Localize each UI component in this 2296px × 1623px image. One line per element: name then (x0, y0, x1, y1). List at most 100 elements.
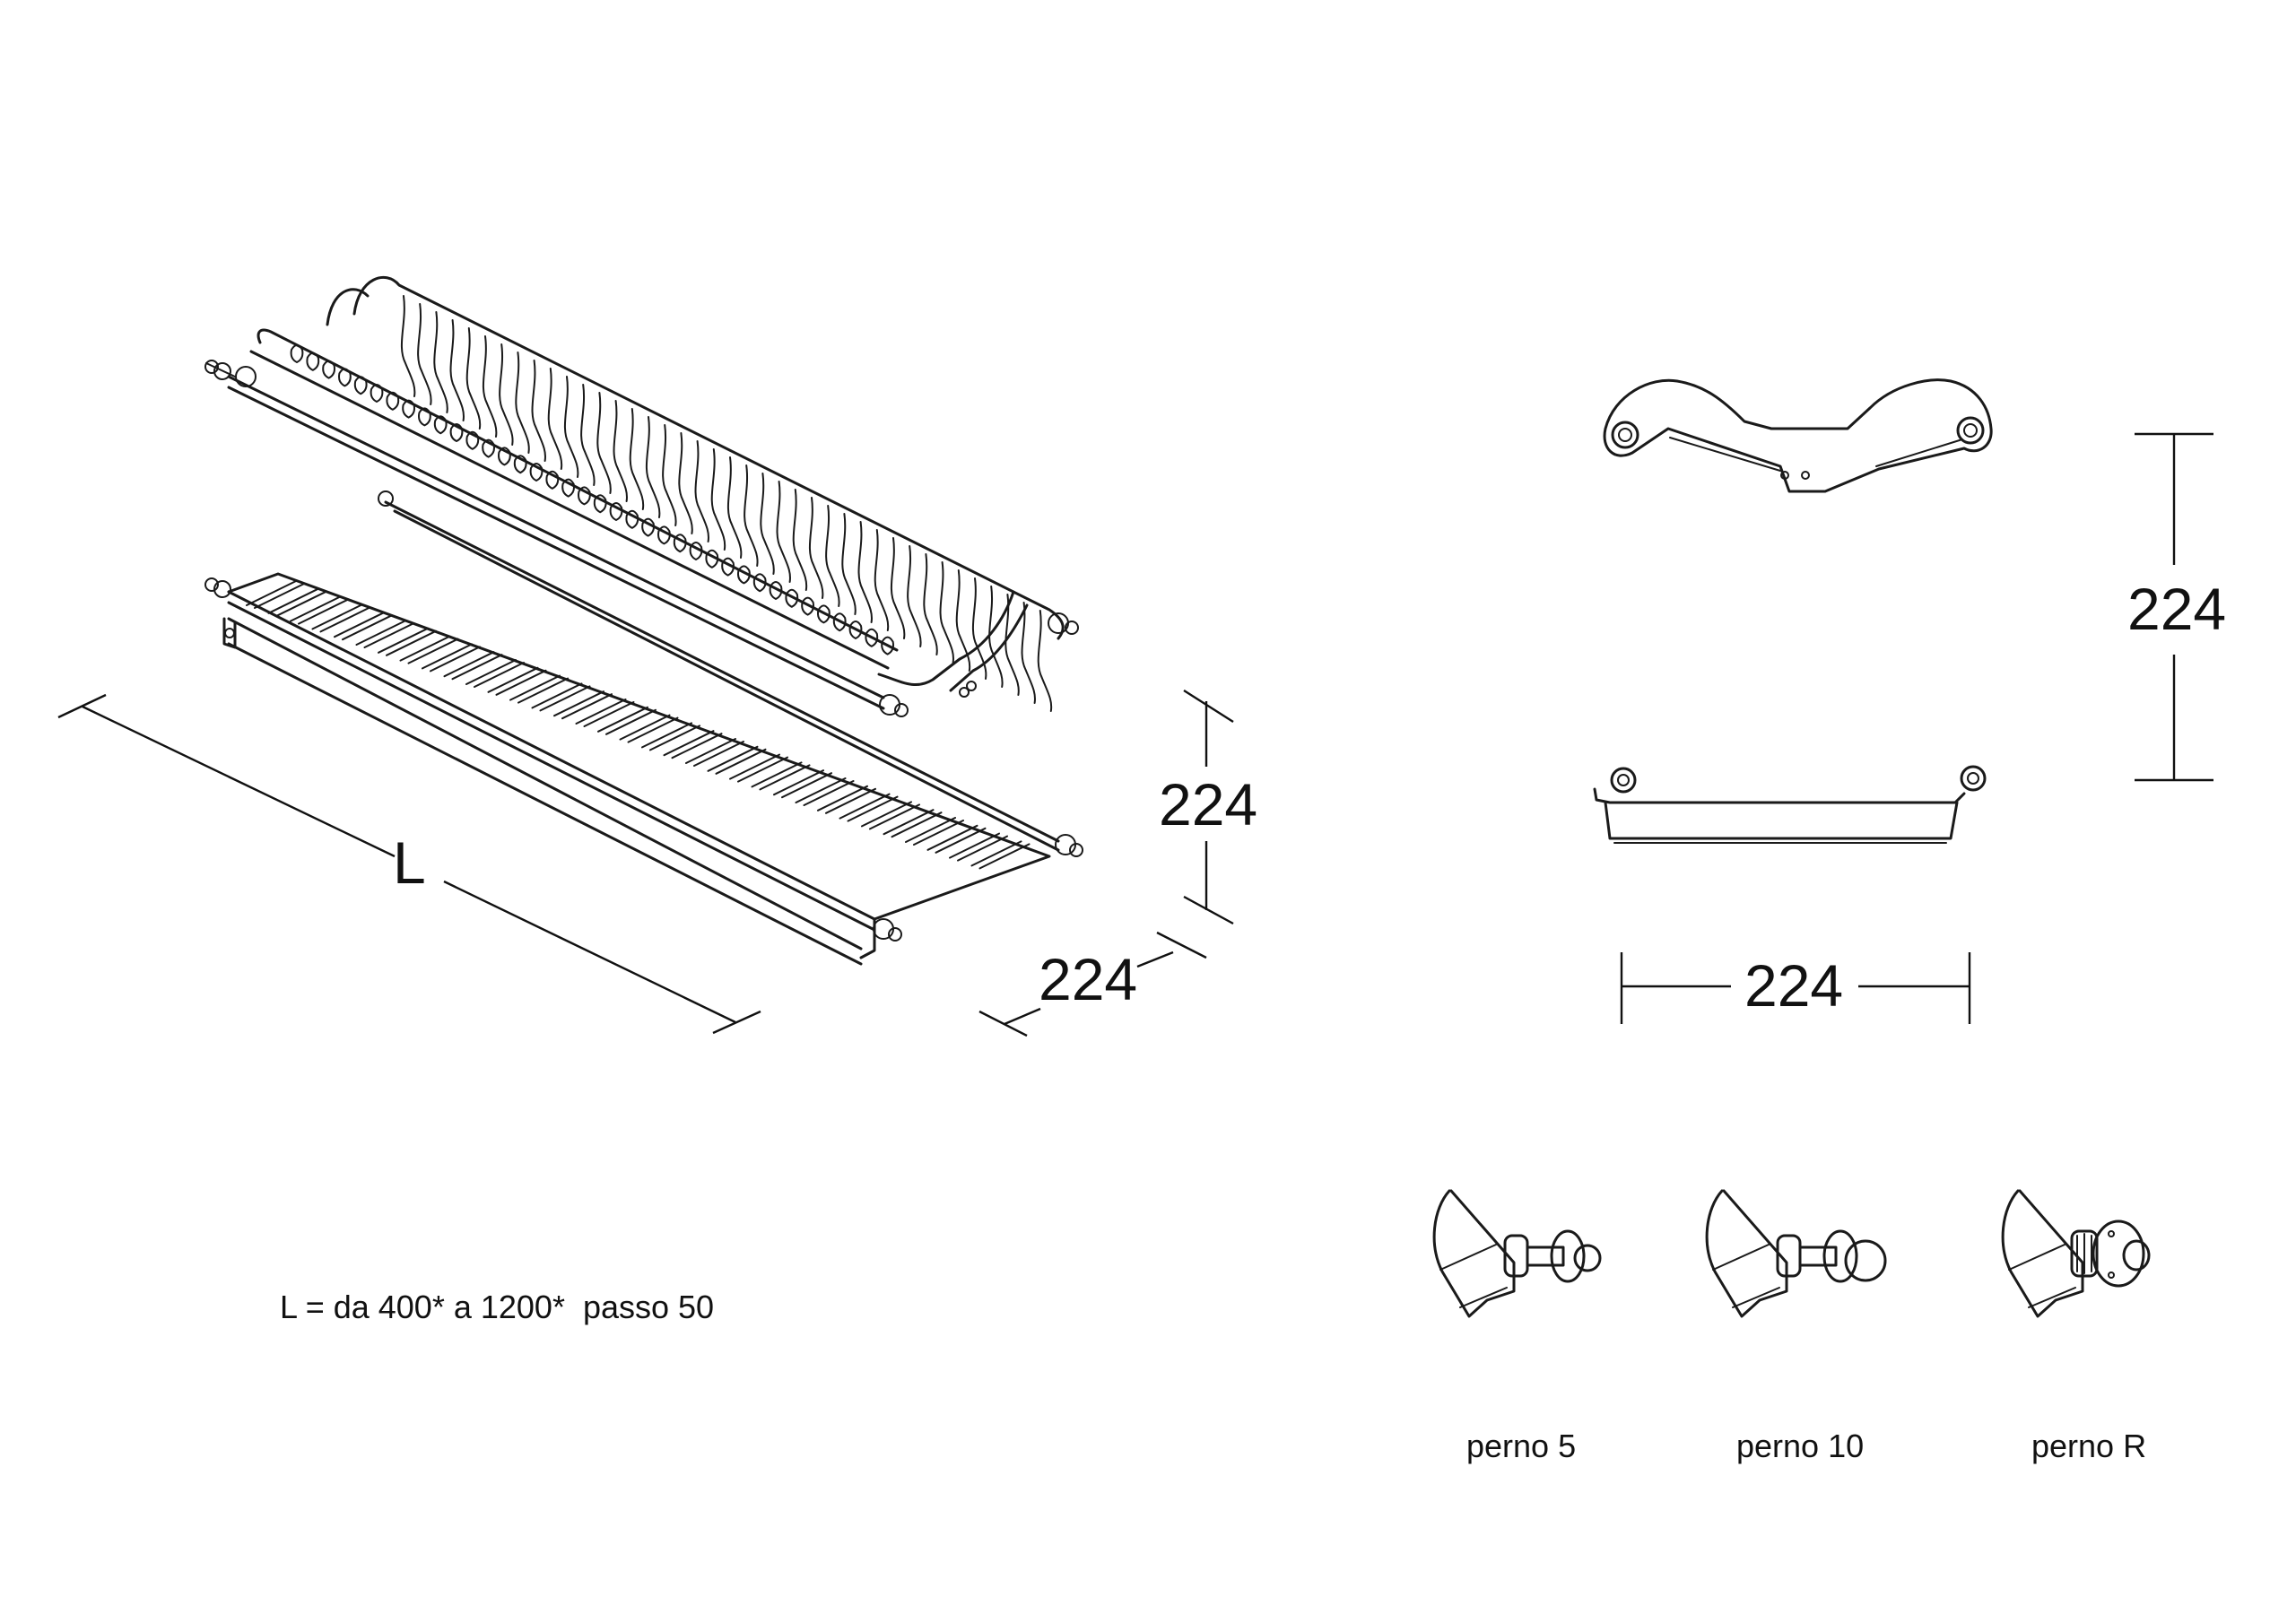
plate-divider (482, 335, 498, 438)
tray-slat (663, 730, 723, 759)
tray-slat (355, 620, 415, 648)
plate-divider (433, 311, 448, 413)
plate-clip (881, 636, 894, 655)
tray-slat (949, 832, 1008, 862)
plate-divider (760, 473, 775, 575)
plate-divider (1021, 602, 1036, 704)
tray-slat (465, 659, 525, 688)
pin-5-label: perno 5 (1466, 1428, 1576, 1464)
plate-divider (417, 303, 432, 405)
tray-slat (817, 785, 876, 814)
plate-clip (370, 384, 384, 403)
tray-slat (707, 745, 767, 775)
plate-clip (418, 407, 431, 427)
length-range-note: L = da 400* a 1200* passo 50 (280, 1289, 714, 1325)
tray-slat (378, 627, 437, 656)
tray-slat (905, 817, 964, 846)
plate-divider (971, 577, 987, 680)
tray-slat (883, 809, 943, 838)
dimension-bracket-height: 224 (2127, 432, 2226, 782)
plate-divider (874, 529, 890, 631)
plate-divider (580, 384, 596, 486)
dimension-height: 224 (1159, 689, 1257, 925)
tray-slat (861, 801, 920, 830)
tray-slat (729, 753, 788, 783)
tray-slat (311, 603, 371, 633)
tray-slat (531, 682, 591, 712)
tray-slat (399, 635, 459, 664)
plate-divider (515, 352, 530, 454)
plate-clip (465, 430, 480, 450)
plate-divider (678, 432, 693, 534)
plate-divider (465, 327, 482, 430)
tray-slat (795, 777, 855, 806)
plate-divider (563, 376, 579, 478)
tray-slat (246, 580, 305, 609)
plate-clip (353, 376, 368, 395)
plate-clip (832, 612, 847, 632)
drip-tray-lower (204, 490, 1083, 966)
plate-clip (689, 542, 703, 560)
plate-rack-upper (204, 275, 1079, 717)
plate-clip (817, 604, 831, 624)
plate-clip (737, 565, 751, 585)
plate-divider (613, 400, 628, 502)
plate-divider (499, 343, 514, 446)
plate-divider (776, 481, 791, 583)
tray-slat (575, 699, 635, 727)
plate-divider (808, 497, 824, 599)
plate-divider (955, 569, 971, 672)
dimension-bracket-height-label: 224 (2127, 576, 2226, 642)
plate-divider (694, 440, 709, 542)
pin-10-icon (1705, 1189, 1887, 1318)
plate-clip (498, 447, 511, 466)
plate-divider (645, 416, 661, 518)
plate-clip (705, 549, 719, 568)
tray-slat (553, 690, 613, 720)
plate-divider (710, 448, 726, 551)
tray-slat (926, 824, 987, 854)
plate-clip (561, 478, 575, 498)
tray-slats (246, 580, 1031, 870)
plate-dividers (400, 295, 1053, 712)
plate-clip (848, 621, 863, 639)
dimension-depth: 224 (978, 931, 1207, 1037)
plate-clip (449, 423, 464, 442)
tray-slat (290, 595, 349, 625)
plate-divider (907, 545, 922, 647)
dimension-bracket-width: 224 (1620, 952, 1971, 1024)
plate-clip (721, 557, 735, 577)
plate-clip (673, 534, 687, 553)
plate-divider (629, 408, 645, 510)
plate-clips (290, 344, 894, 655)
plate-divider (841, 513, 857, 615)
tray-slat (619, 714, 679, 743)
plate-clip (529, 463, 544, 482)
plate-clip (865, 628, 879, 647)
plate-clip (306, 352, 320, 371)
pin-r-icon (2001, 1189, 2151, 1318)
plate-clip (482, 438, 495, 458)
plate-clip (769, 581, 783, 600)
plate-divider (923, 553, 938, 655)
plate-divider (825, 505, 840, 607)
plate-divider (857, 521, 873, 623)
tray-slat (751, 761, 811, 791)
tray-slat (685, 738, 744, 767)
tray-slat (334, 612, 393, 641)
plate-clip (433, 415, 448, 435)
plate-clip (785, 588, 799, 608)
plate-clip (657, 525, 671, 545)
dimension-depth-label: 224 (1039, 946, 1137, 1012)
plate-divider (744, 464, 759, 567)
tray-slat (443, 651, 503, 681)
tray-slat (509, 674, 569, 704)
tray-slat (487, 666, 547, 696)
side-bracket-upper (1603, 378, 1993, 493)
plate-clip (322, 360, 335, 379)
tray-slat (970, 840, 1031, 870)
plate-clip (593, 494, 607, 514)
plate-divider (890, 537, 906, 639)
plate-divider (531, 360, 546, 462)
tray-slat (597, 706, 657, 735)
